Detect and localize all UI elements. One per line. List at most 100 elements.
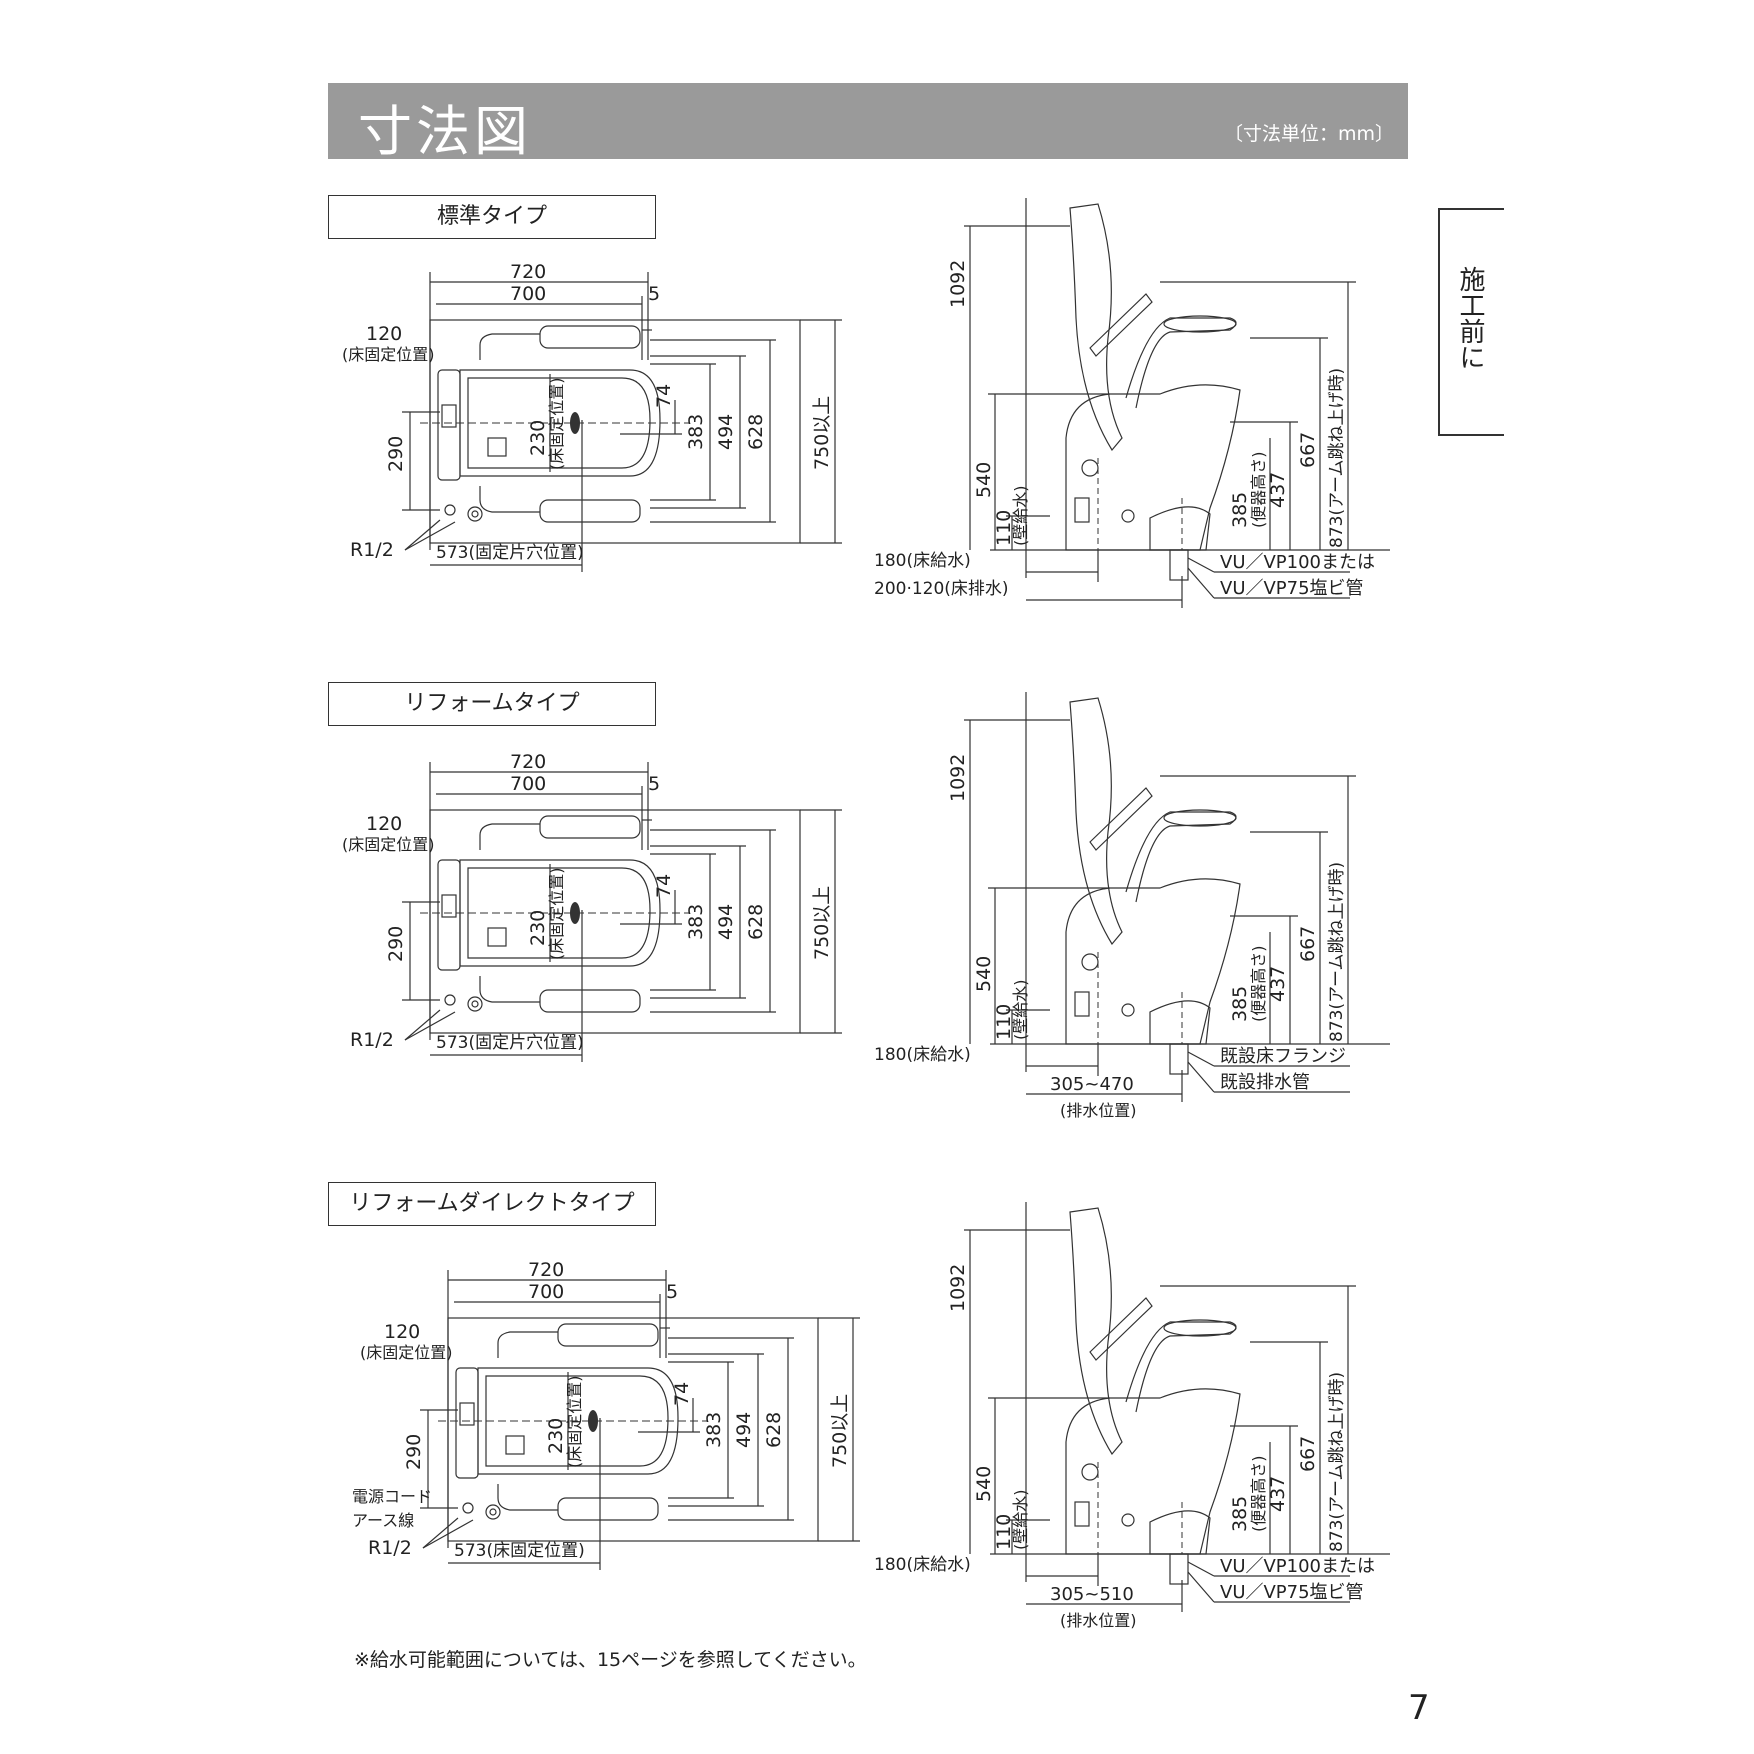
section-title-standard: 標準タイプ xyxy=(328,195,656,239)
dim-180: 180(床給水) xyxy=(874,1045,971,1065)
dim-120-note: (床固定位置) xyxy=(360,1343,453,1362)
dim-120-note: (床固定位置) xyxy=(342,835,435,854)
pipe-label-1: VU／VP100または xyxy=(1220,1556,1375,1577)
dim-385-note: (便器高さ) xyxy=(1249,1456,1268,1533)
dim-1092: 1092 xyxy=(947,754,969,802)
dim-74: 74 xyxy=(653,384,675,408)
dim-110-note: (壁給水) xyxy=(1011,1490,1030,1551)
center-mark xyxy=(570,412,580,434)
dim-494: 494 xyxy=(715,414,737,450)
pipe-label-2: VU／VP75塩ビ管 xyxy=(1220,578,1364,599)
side-view-reform-direct: 1092 540 110 (壁給水) 385 (便器高さ) 437 667 87… xyxy=(870,1202,1410,1632)
pipe-label-2: VU／VP75塩ビ管 xyxy=(1220,1582,1364,1603)
label-power-cord: 電源コード xyxy=(352,1487,432,1506)
dim-494: 494 xyxy=(715,904,737,940)
side-view-standard: 1092 540 110 (壁給水) 385 (便器高さ) 437 667 87… xyxy=(870,198,1410,628)
dim-290: 290 xyxy=(385,436,407,472)
dim-573: 573(床固定位置) xyxy=(454,1541,585,1561)
dim-230-note: (床固定位置) xyxy=(547,868,566,961)
dim-drain-note: (排水位置) xyxy=(1060,1101,1137,1120)
center-mark xyxy=(588,1410,598,1432)
plan-view-reform-direct: 720 700 5 120 (床固定位置) R1/2 573(床固定位置) 電源… xyxy=(348,1258,868,1588)
dim-573: 573(固定片穴位置) xyxy=(436,543,584,563)
dim-385: 385 xyxy=(1229,1496,1251,1532)
dim-667: 667 xyxy=(1297,1436,1319,1472)
dim-120-note: (床固定位置) xyxy=(342,345,435,364)
side-view-reform: 1092 540 110 (壁給水) 385 (便器高さ) 437 667 87… xyxy=(870,692,1410,1122)
dim-540: 540 xyxy=(973,956,995,992)
dim-720: 720 xyxy=(528,1259,564,1281)
dim-385-note: (便器高さ) xyxy=(1249,452,1268,529)
footnote: ※給水可能範囲については、15ページを参照してください。 xyxy=(354,1649,867,1671)
center-mark xyxy=(570,902,580,924)
dim-720: 720 xyxy=(510,751,546,773)
pipe-label-1: VU／VP100または xyxy=(1220,552,1375,573)
dim-750: 750以上 xyxy=(829,1394,851,1468)
dim-120: 120 xyxy=(366,323,402,345)
dim-120: 120 xyxy=(366,813,402,835)
dim-1092: 1092 xyxy=(947,1264,969,1312)
plan-view-drawing: 720 700 5 120 (床固定位置) R1/2 573(固定片穴位置) 2… xyxy=(342,261,842,572)
dim-667: 667 xyxy=(1297,432,1319,468)
dim-110: 110 xyxy=(993,1514,1015,1550)
dim-drain-range: 305~510 xyxy=(1050,1584,1134,1605)
section-title-reform-direct: リフォームダイレクトタイプ xyxy=(328,1182,656,1226)
page-header: 寸法図 〔寸法単位：mm〕 xyxy=(328,83,1408,163)
label-r12: R1/2 xyxy=(350,1029,394,1051)
plan-view-reform: 720 700 5 120 (床固定位置) R1/2 573(固定片穴位置) 2… xyxy=(330,750,850,1080)
dim-385: 385 xyxy=(1229,986,1251,1022)
dim-700: 700 xyxy=(510,283,546,305)
dim-628: 628 xyxy=(745,414,767,450)
dim-drain-note: (排水位置) xyxy=(1060,1611,1137,1630)
label-r12: R1/2 xyxy=(368,1537,412,1559)
dim-5: 5 xyxy=(648,283,660,305)
dim-5: 5 xyxy=(648,773,660,795)
dim-700: 700 xyxy=(528,1281,564,1303)
dim-180: 180(床給水) xyxy=(874,551,971,571)
dim-383: 383 xyxy=(685,414,707,450)
dim-628: 628 xyxy=(745,904,767,940)
dim-110: 110 xyxy=(993,510,1015,546)
dim-290: 290 xyxy=(385,926,407,962)
page-title: 寸法図 xyxy=(358,100,532,163)
dim-540: 540 xyxy=(973,462,995,498)
dim-700: 700 xyxy=(510,773,546,795)
dim-873: 873(アーム跳ね上げ時) xyxy=(1327,1372,1347,1552)
side-view-drawing: 1092 540 110 (壁給水) 385 (便器高さ) 437 667 87… xyxy=(874,1202,1390,1630)
dim-200: 200·120(床排水) xyxy=(874,579,1009,599)
dim-873: 873(アーム跳ね上げ時) xyxy=(1327,368,1347,548)
dim-540: 540 xyxy=(973,1466,995,1502)
dim-385: 385 xyxy=(1229,492,1251,528)
dim-750: 750以上 xyxy=(811,886,833,960)
side-tab-label: 施工前に xyxy=(1455,266,1485,370)
dim-290: 290 xyxy=(403,1434,425,1470)
dim-180: 180(床給水) xyxy=(874,1555,971,1575)
plan-view-drawing: 720 700 5 120 (床固定位置) R1/2 573(床固定位置) 電源… xyxy=(352,1259,860,1570)
dim-5: 5 xyxy=(666,1281,678,1303)
side-view-drawing: 1092 540 110 (壁給水) 385 (便器高さ) 437 667 87… xyxy=(874,692,1390,1120)
label-earth: アース線 xyxy=(352,1511,414,1530)
dim-437: 437 xyxy=(1267,472,1289,508)
dim-drain-range: 305~470 xyxy=(1050,1074,1134,1095)
dim-230: 230 xyxy=(527,910,549,946)
section-title-reform: リフォームタイプ xyxy=(328,682,656,726)
dim-74: 74 xyxy=(671,1382,693,1406)
dim-437: 437 xyxy=(1267,1476,1289,1512)
dim-385-note: (便器高さ) xyxy=(1249,946,1268,1023)
dim-873: 873(アーム跳ね上げ時) xyxy=(1327,862,1347,1042)
dim-230: 230 xyxy=(527,420,549,456)
dim-230-note: (床固定位置) xyxy=(565,1376,584,1469)
dim-573: 573(固定片穴位置) xyxy=(436,1033,584,1053)
page-number: 7 xyxy=(1408,1688,1430,1728)
dim-437: 437 xyxy=(1267,966,1289,1002)
plan-view-drawing: 720 700 5 120 (床固定位置) R1/2 573(固定片穴位置) 2… xyxy=(342,751,842,1062)
dim-383: 383 xyxy=(685,904,707,940)
dim-750: 750以上 xyxy=(811,396,833,470)
unit-note: 〔寸法単位：mm〕 xyxy=(1223,123,1394,145)
dim-230-note: (床固定位置) xyxy=(547,378,566,471)
label-r12: R1/2 xyxy=(350,539,394,561)
dim-1092: 1092 xyxy=(947,260,969,308)
dim-120: 120 xyxy=(384,1321,420,1343)
dim-383: 383 xyxy=(703,1412,725,1448)
plan-view-standard: 720 700 5 120 (床固定位置) R1/2 573(固定片穴位置) 2… xyxy=(330,260,850,590)
